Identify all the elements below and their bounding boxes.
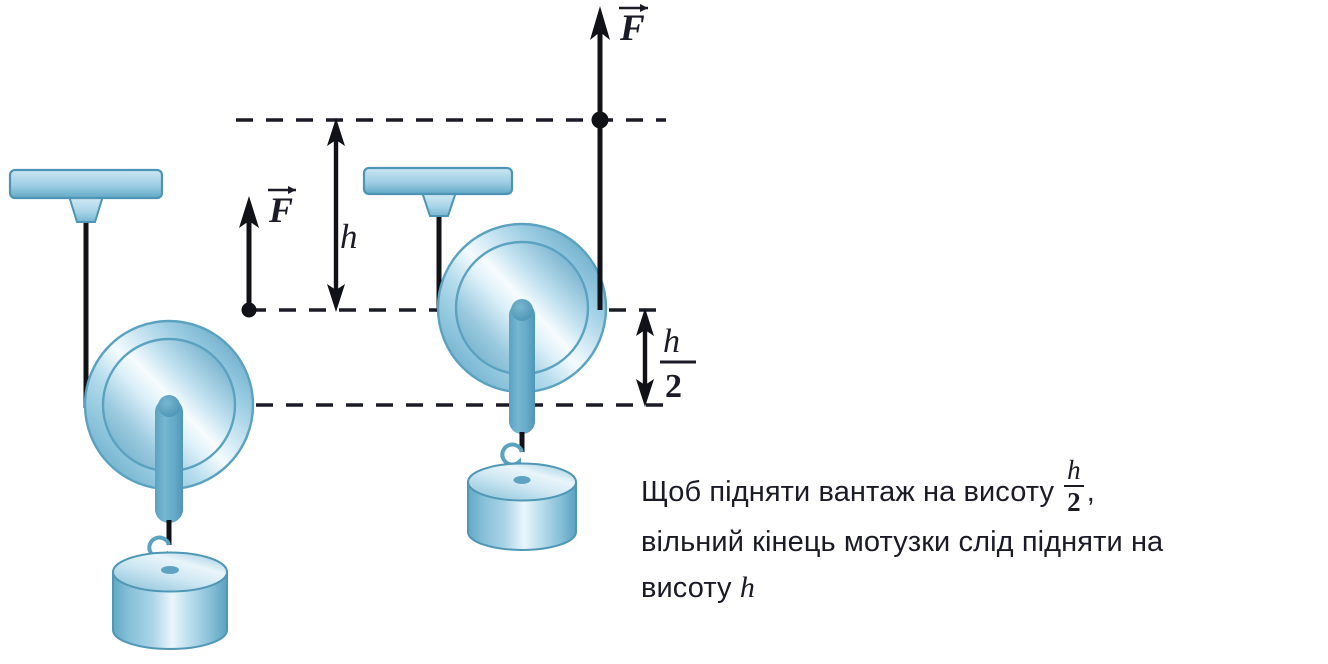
caption-fraction-denominator: 2: [1067, 487, 1081, 518]
svg-text:h: h: [340, 217, 358, 256]
pulley-hub-right: [509, 299, 535, 434]
rope-end-dot-left: [241, 302, 257, 318]
load-weight-left: [112, 551, 228, 650]
caption-line-1-before: Щоб підняти вантаж на висоту: [641, 476, 1055, 509]
label-height-h-half: h 2: [660, 323, 696, 405]
label-force-right: F: [619, 4, 648, 49]
caption-line-3: висоту h: [641, 565, 1301, 611]
load-weight-right: [467, 462, 577, 551]
force-vector-right: [590, 6, 610, 310]
caption-fraction-bar: [1064, 485, 1084, 488]
force-vector-left: [239, 196, 259, 318]
ceiling-bracket-right: [362, 166, 514, 217]
caption-line-1-after: ,: [1086, 476, 1095, 509]
right-pulley-assembly: [362, 166, 608, 551]
label-force-left: F: [268, 186, 296, 230]
reference-lines: [166, 118, 666, 407]
left-pulley-assembly: [8, 168, 255, 650]
svg-text:F: F: [619, 8, 645, 49]
pulley-hub-left: [155, 395, 183, 523]
rope-end-dot-right: [591, 111, 609, 129]
svg-text:2: 2: [665, 368, 682, 405]
svg-text:h: h: [663, 323, 680, 360]
dimension-arrow-h-half: [636, 308, 654, 407]
svg-text:F: F: [268, 190, 293, 230]
dimension-arrow-h: [327, 118, 345, 312]
caption-symbol-h: h: [739, 571, 755, 605]
caption-line-2: вільний кінець мотузки слід підняти на: [641, 526, 1164, 559]
caption-fraction-numerator: h: [1067, 455, 1081, 485]
ceiling-bracket-left: [8, 168, 164, 223]
caption-line-3-before: висоту: [641, 572, 732, 605]
label-height-h: h: [340, 217, 358, 256]
